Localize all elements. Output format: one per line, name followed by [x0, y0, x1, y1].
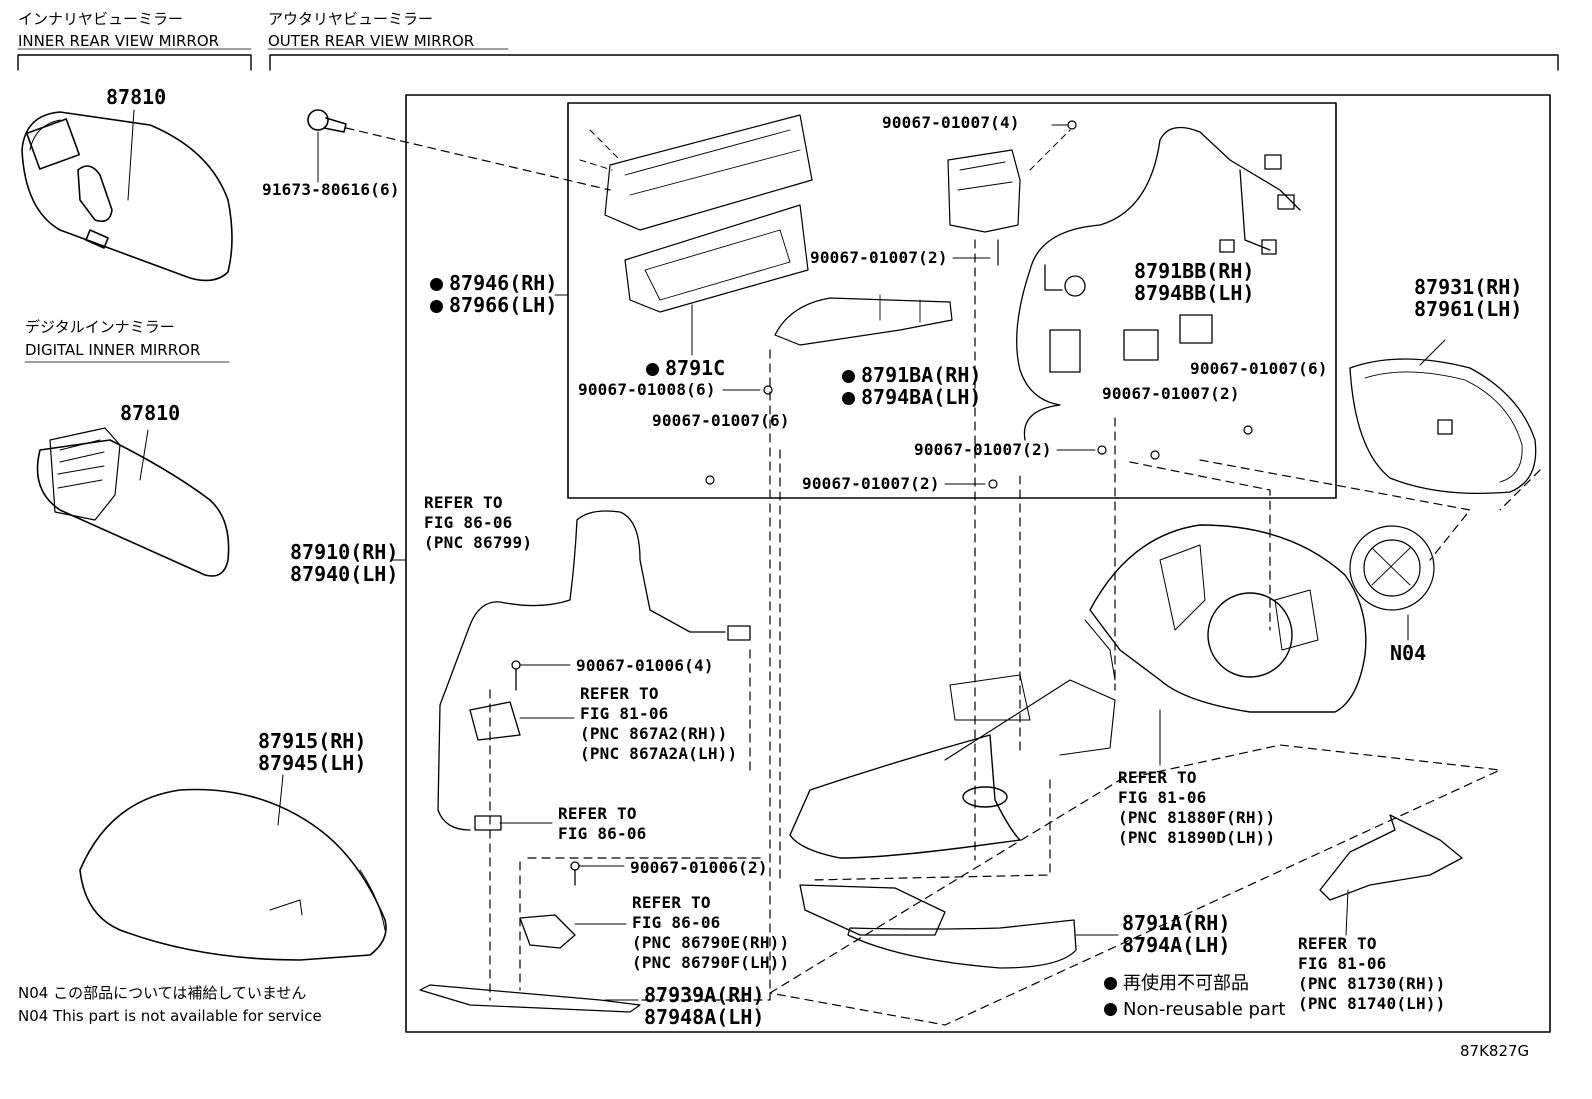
part-number-90067-01006-4: 90067-01006(4): [576, 656, 714, 675]
part-number-90067-01008: 90067-01008(6): [578, 380, 716, 399]
part-number-87939A: 87939A(RH): [644, 983, 765, 1007]
mirror-glass-drawing: [1349, 339, 1537, 495]
part-number-87910: 87910(RH): [290, 540, 399, 564]
part-number-8791C: 8791C: [646, 357, 725, 379]
digital-mirror-drawing: [36, 427, 230, 577]
non-reusable-dot: [430, 278, 443, 291]
part-number-87966: 87966(LH): [430, 294, 557, 316]
part-number-90067-01007-2d: 90067-01007(2): [1102, 384, 1240, 403]
inner-section-bracket: [17, 54, 252, 71]
inner-mirror-title-jp: インナリヤビューミラー: [18, 10, 184, 28]
mirror-base-drawing: [789, 674, 1116, 859]
part-number-8794BB: 8794BB(LH): [1134, 281, 1255, 305]
outer-mirror-title-jp: アウタリヤビューミラー: [268, 10, 434, 28]
part-number-90067-01006-2: 90067-01006(2): [630, 858, 768, 877]
non-reusable-dot: [646, 363, 659, 376]
part-number-87915: 87915(RH): [258, 729, 367, 753]
outer-mirror-title-en: OUTER REAR VIEW MIRROR: [268, 32, 475, 50]
legend-dot: [1104, 977, 1117, 990]
legend-non-reusable-en: Non-reusable part: [1104, 998, 1285, 1022]
part-number-90067-01007-2c: 90067-01007(2): [802, 474, 940, 493]
lower-cover-drawing: [799, 884, 1077, 969]
N04-motor-drawing: [1349, 525, 1435, 641]
part-number-87940: 87940(LH): [290, 562, 399, 586]
note-N04-en: N04 This part is not available for servi…: [18, 1007, 322, 1025]
part-number-87810-digital: 87810: [120, 401, 181, 425]
inner-mirror-title-en: INNER REAR VIEW MIRROR: [18, 32, 220, 50]
part-number-8791BB: 8791BB(RH): [1134, 259, 1255, 283]
inner-sub-frame: [567, 102, 1337, 499]
part-number-90067-01007-4: 90067-01007(4): [882, 113, 1020, 132]
non-reusable-dot: [430, 300, 443, 313]
small-bolts: [705, 385, 1253, 489]
turn-signal-drawing: [1319, 814, 1463, 936]
outer-section-bracket: [269, 54, 1559, 71]
part-number-8791A: 8791A(RH): [1122, 911, 1231, 935]
figure-code: 87K827G: [1460, 1042, 1530, 1060]
outer-mirror-frame: [405, 94, 1551, 1033]
part-number-90067-01007-2a: 90067-01007(2): [810, 248, 948, 267]
non-reusable-dot: [842, 392, 855, 405]
lower-garnish-drawing: [419, 984, 641, 1013]
mirror-cover-drawing: [79, 774, 387, 961]
legend-dot: [1104, 1003, 1117, 1016]
mirror-housing-drawing: [1084, 524, 1367, 713]
leader-lines: [390, 124, 1161, 1001]
part-number-8791BA: 8791BA(RH): [842, 364, 981, 386]
part-number-8794BA: 8794BA(LH): [842, 386, 981, 408]
bracket-panel-drawing: [554, 114, 813, 356]
wire-harness-drawing: [1016, 126, 1301, 441]
part-number-8794A: 8794A(LH): [1122, 933, 1231, 957]
actuator-cover-drawing: [774, 294, 953, 346]
part-number-87948A: 87948A(LH): [644, 1005, 765, 1029]
non-reusable-dot: [842, 370, 855, 383]
bolt-drawing: [307, 109, 611, 191]
legend-non-reusable-jp: 再使用不可部品: [1104, 972, 1249, 996]
dashed-assembly-lines: [489, 239, 1541, 1026]
part-number-90067-01007-6a: 90067-01007(6): [652, 411, 790, 430]
part-number-N04: N04: [1390, 641, 1427, 665]
part-number-90067-01007-2b: 90067-01007(2): [914, 440, 1052, 459]
motor-drawing: [947, 120, 1077, 266]
part-number-90067-01007-6b: 90067-01007(6): [1190, 359, 1328, 378]
camera-wire-drawing: [437, 510, 751, 949]
digital-mirror-title-en: DIGITAL INNER MIRROR: [25, 341, 201, 359]
digital-mirror-title-jp: デジタルインナミラー: [25, 318, 175, 336]
part-number-91673: 91673-80616(6): [262, 180, 400, 199]
part-number-87931: 87931(RH): [1414, 275, 1523, 299]
part-number-87810-inner: 87810: [106, 85, 167, 109]
part-number-87946: 87946(RH): [430, 272, 557, 294]
inner-mirror-drawing: [21, 109, 233, 282]
note-N04-jp: N04 この部品については補給していません: [18, 984, 307, 1002]
part-number-87961: 87961(LH): [1414, 297, 1523, 321]
part-number-87945: 87945(LH): [258, 751, 367, 775]
